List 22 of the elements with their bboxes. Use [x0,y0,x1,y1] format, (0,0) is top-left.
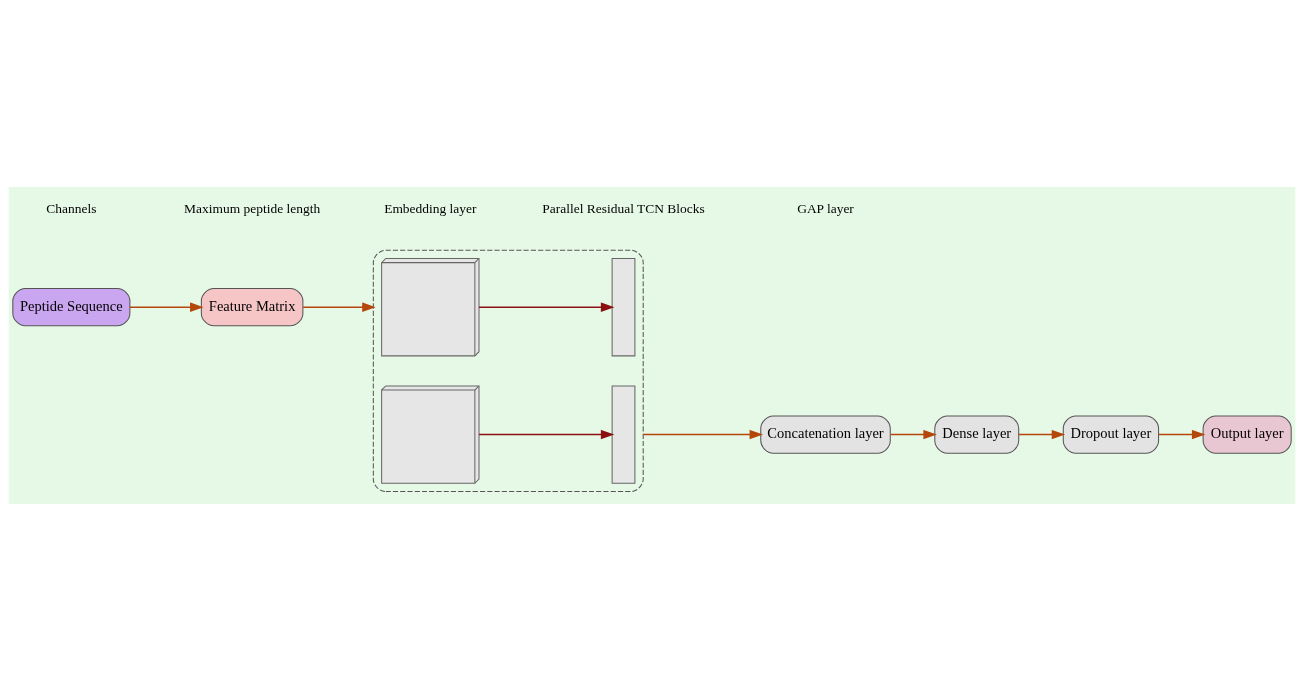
node-bar [611,385,636,484]
arrow [642,429,764,440]
node-box: Dropout layer [1062,415,1160,454]
node-box: Dense layer [934,415,1020,454]
label: GAP layer [797,201,854,217]
cluster [372,249,644,493]
node-bar [611,257,636,357]
label: Embedding layer [384,201,477,217]
node-box: Concatenation layer [760,415,891,454]
arrow [1158,429,1206,440]
node-box: Output layer [1202,415,1292,454]
arrow [478,429,615,440]
label: Parallel Residual TCN Blocks [542,201,705,217]
arrow [889,429,937,440]
label: Maximum peptide length [184,201,321,217]
arrow [302,302,376,312]
node-box: Feature Matrix [200,288,304,327]
arrow [129,302,204,312]
label: Channels [46,201,97,217]
node-box: Peptide Sequence [12,288,131,327]
arrow [478,302,615,312]
arrow [1018,429,1066,440]
